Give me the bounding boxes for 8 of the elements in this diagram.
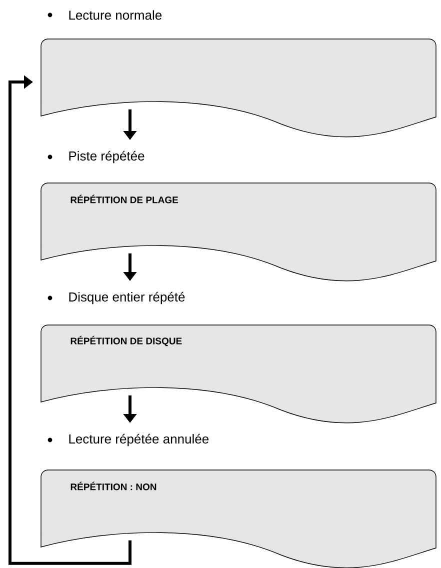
arrow — [8, 75, 132, 565]
mode-heading: Piste répétée — [69, 150, 144, 164]
display-text: RÉPÉTITION : NON — [70, 482, 156, 490]
display-text: RÉPÉTITION DE DISQUE — [70, 336, 182, 346]
mode-heading: Lecture répétée annulée — [69, 434, 209, 446]
display-text: RÉPÉTITION DE PLAGE — [70, 194, 178, 204]
mode-heading: Disque entier répété — [69, 292, 185, 304]
mode-heading: Lecture normale — [69, 10, 162, 20]
